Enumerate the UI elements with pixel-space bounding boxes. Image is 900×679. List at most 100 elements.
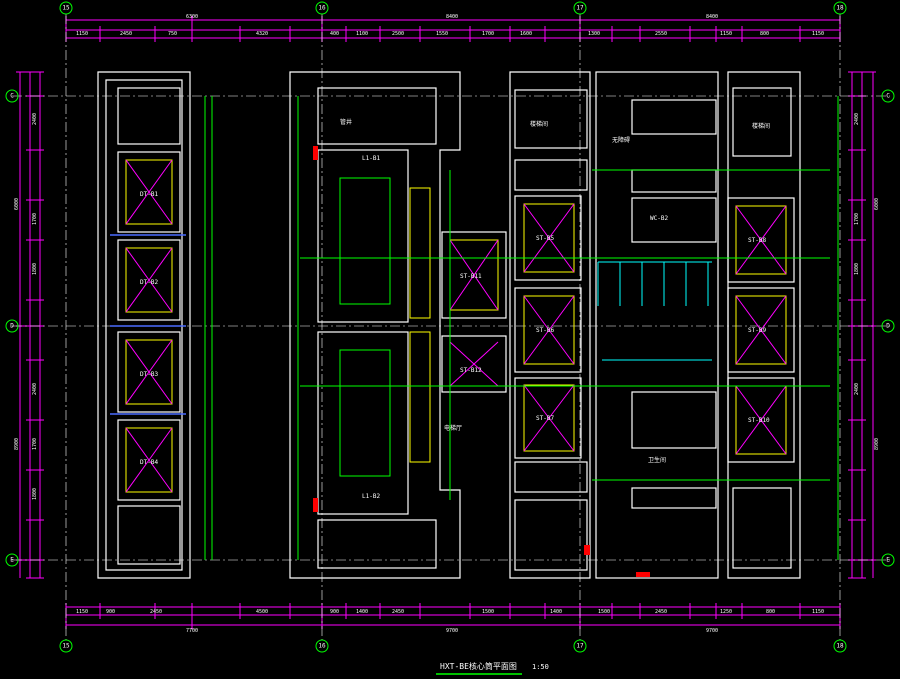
room-label-l1-b2: L1-B2 [362, 493, 380, 500]
elevator-label-st-b12: ST-B12 [460, 367, 482, 374]
dim-top-sub-5: 400 [330, 31, 339, 37]
elevator-st-b7: ST-B7 [514, 377, 582, 459]
dim-right-1: 6000 [874, 198, 880, 210]
dim-left-5: 1800 [32, 263, 38, 275]
elevator-label-st-b7: ST-B7 [536, 415, 554, 422]
elevator-dt-b1: DT-B1 [117, 151, 181, 233]
elevator-label-st-b6: ST-B6 [536, 327, 554, 334]
grid-left-2: D [10, 323, 14, 330]
elevator-st-b6: ST-B6 [514, 287, 582, 373]
dim-top-sub-15: 1150 [812, 31, 824, 37]
right-block-b: 楼梯间 ST-B8 ST-B9 ST-B10 [727, 71, 801, 579]
elevator-label-st-b8: ST-B8 [748, 237, 766, 244]
dim-left-2: 8900 [14, 438, 20, 450]
dim-bottom-overall-1: 7700 [186, 628, 198, 634]
grid-top-1: 15 [62, 5, 70, 12]
grid-top-3: 17 [576, 5, 584, 12]
dim-bottom-sub-10: 1500 [598, 609, 610, 615]
dim-top-sub-3: 750 [168, 31, 177, 37]
elevator-dt-b3: DT-B3 [117, 331, 181, 413]
grid-left-1: C [10, 93, 14, 100]
room-label-hall: 电梯厅 [444, 424, 462, 432]
elevator-label-st-b11: ST-B11 [460, 273, 482, 280]
drawing-title: HXT-BE核心筒平面图 [440, 661, 517, 671]
grid-top-4: 18 [836, 5, 844, 12]
elevator-label-st-b9: ST-B9 [748, 327, 766, 334]
drawing-scale: 1:50 [532, 663, 549, 671]
grid-left-3: E [10, 557, 14, 564]
grid-top-2: 16 [318, 5, 326, 12]
middle-core: L1-B1 L1-B2 电梯厅 管井 [289, 71, 462, 579]
elevator-label-st-b10: ST-B10 [748, 417, 770, 424]
dim-bottom-sub-5: 900 [330, 609, 339, 615]
grid-bottom-3: 17 [576, 643, 584, 650]
room-label-l1-b1: L1-B1 [362, 155, 380, 162]
dim-bottom-sub-13: 800 [766, 609, 775, 615]
dim-left-3: 2400 [32, 113, 38, 125]
elevator-st-b9: ST-B9 [727, 287, 795, 373]
grid-bottom-4: 18 [836, 643, 844, 650]
dim-right-4: 1700 [854, 213, 860, 225]
dim-bottom-sub-9: 1400 [550, 609, 562, 615]
dim-right-3: 2400 [854, 113, 860, 125]
dim-top-sub-2: 2450 [120, 31, 132, 37]
grid-right-3: E [886, 557, 890, 564]
dim-top-overall-2: 8400 [446, 14, 458, 20]
elevator-st-b5: ST-B5 [514, 195, 582, 281]
dim-bottom-sub-6: 1400 [356, 609, 368, 615]
dim-top-overall-1: 6300 [186, 14, 198, 20]
dim-right-6: 2400 [854, 383, 860, 395]
elevator-label-dt-b3: DT-B3 [140, 371, 158, 378]
dim-top-sub-8: 1550 [436, 31, 448, 37]
elevator-label-dt-b4: DT-B4 [140, 459, 158, 466]
dim-bottom-sub-12: 1250 [720, 609, 732, 615]
room-label-stair-1: 楼梯间 [530, 120, 548, 128]
grid-bubbles: 15 16 17 18 15 16 17 18 C D E C D E [5, 1, 895, 653]
elevator-label-st-b5: ST-B5 [536, 235, 554, 242]
middle-elevators: ST-B11 ST-B12 [441, 231, 507, 393]
grid-right-1: C [886, 93, 890, 100]
room-label-wc: 卫生间 [648, 456, 666, 464]
dim-top-sub-13: 1150 [720, 31, 732, 37]
dim-bottom-overall-3: 9700 [706, 628, 718, 634]
elevator-dt-b2: DT-B2 [117, 239, 181, 321]
dim-top-sub-11: 1300 [588, 31, 600, 37]
elevator-dt-b4: DT-B4 [117, 419, 181, 501]
grid-bottom-1: 15 [62, 643, 70, 650]
elevator-st-b12: ST-B12 [441, 335, 507, 393]
dim-bottom-sub-3: 2450 [150, 609, 162, 615]
dim-left-1: 6000 [14, 198, 20, 210]
dim-top-sub-12: 2550 [655, 31, 667, 37]
elevator-st-b11: ST-B11 [441, 231, 507, 319]
room-label-stair-2: 楼梯间 [752, 122, 770, 130]
dim-left-7: 1700 [32, 438, 38, 450]
dim-top-overall-3: 8400 [706, 14, 718, 20]
room-label-acc: 无障碍 [612, 136, 630, 144]
elevator-label-dt-b1: DT-B1 [140, 191, 158, 198]
dim-bottom-sub-14: 1150 [812, 609, 824, 615]
dim-bottom-sub-1: 1150 [76, 609, 88, 615]
dim-top-sub-10: 1600 [520, 31, 532, 37]
dim-top-sub-1: 1150 [76, 31, 88, 37]
left-elevators: DT-B1 DT-B2 DT-B3 DT-B4 [117, 151, 181, 501]
dim-bottom-sub-4: 4500 [256, 609, 268, 615]
elevator-st-b10: ST-B10 [727, 377, 795, 463]
left-core [97, 71, 213, 579]
dimension-texts: 6300 8400 8400 1150 2450 750 4320 400 11… [14, 14, 880, 634]
elevator-st-b8: ST-B8 [727, 197, 795, 283]
dim-bottom-sub-8: 1500 [482, 609, 494, 615]
dim-left-4: 1700 [32, 213, 38, 225]
dim-top-sub-6: 1100 [356, 31, 368, 37]
right-block-a: 楼梯间 ST-B5 ST-B6 ST-B7 [509, 71, 591, 579]
dim-top-sub-9: 1700 [482, 31, 494, 37]
dim-left-6: 2400 [32, 383, 38, 395]
dim-bottom-sub-11: 2450 [655, 609, 667, 615]
dim-top-sub-14: 800 [760, 31, 769, 37]
room-label-wc-b2: WC-B2 [650, 215, 668, 222]
drawing-title-block: HXT-BE核心筒平面图 1:50 [436, 661, 549, 675]
dim-right-2: 8900 [874, 438, 880, 450]
room-label-pipe: 管井 [340, 118, 352, 126]
grid-right-2: D [886, 323, 890, 330]
dim-top-sub-7: 2500 [392, 31, 404, 37]
dim-right-5: 1800 [854, 263, 860, 275]
